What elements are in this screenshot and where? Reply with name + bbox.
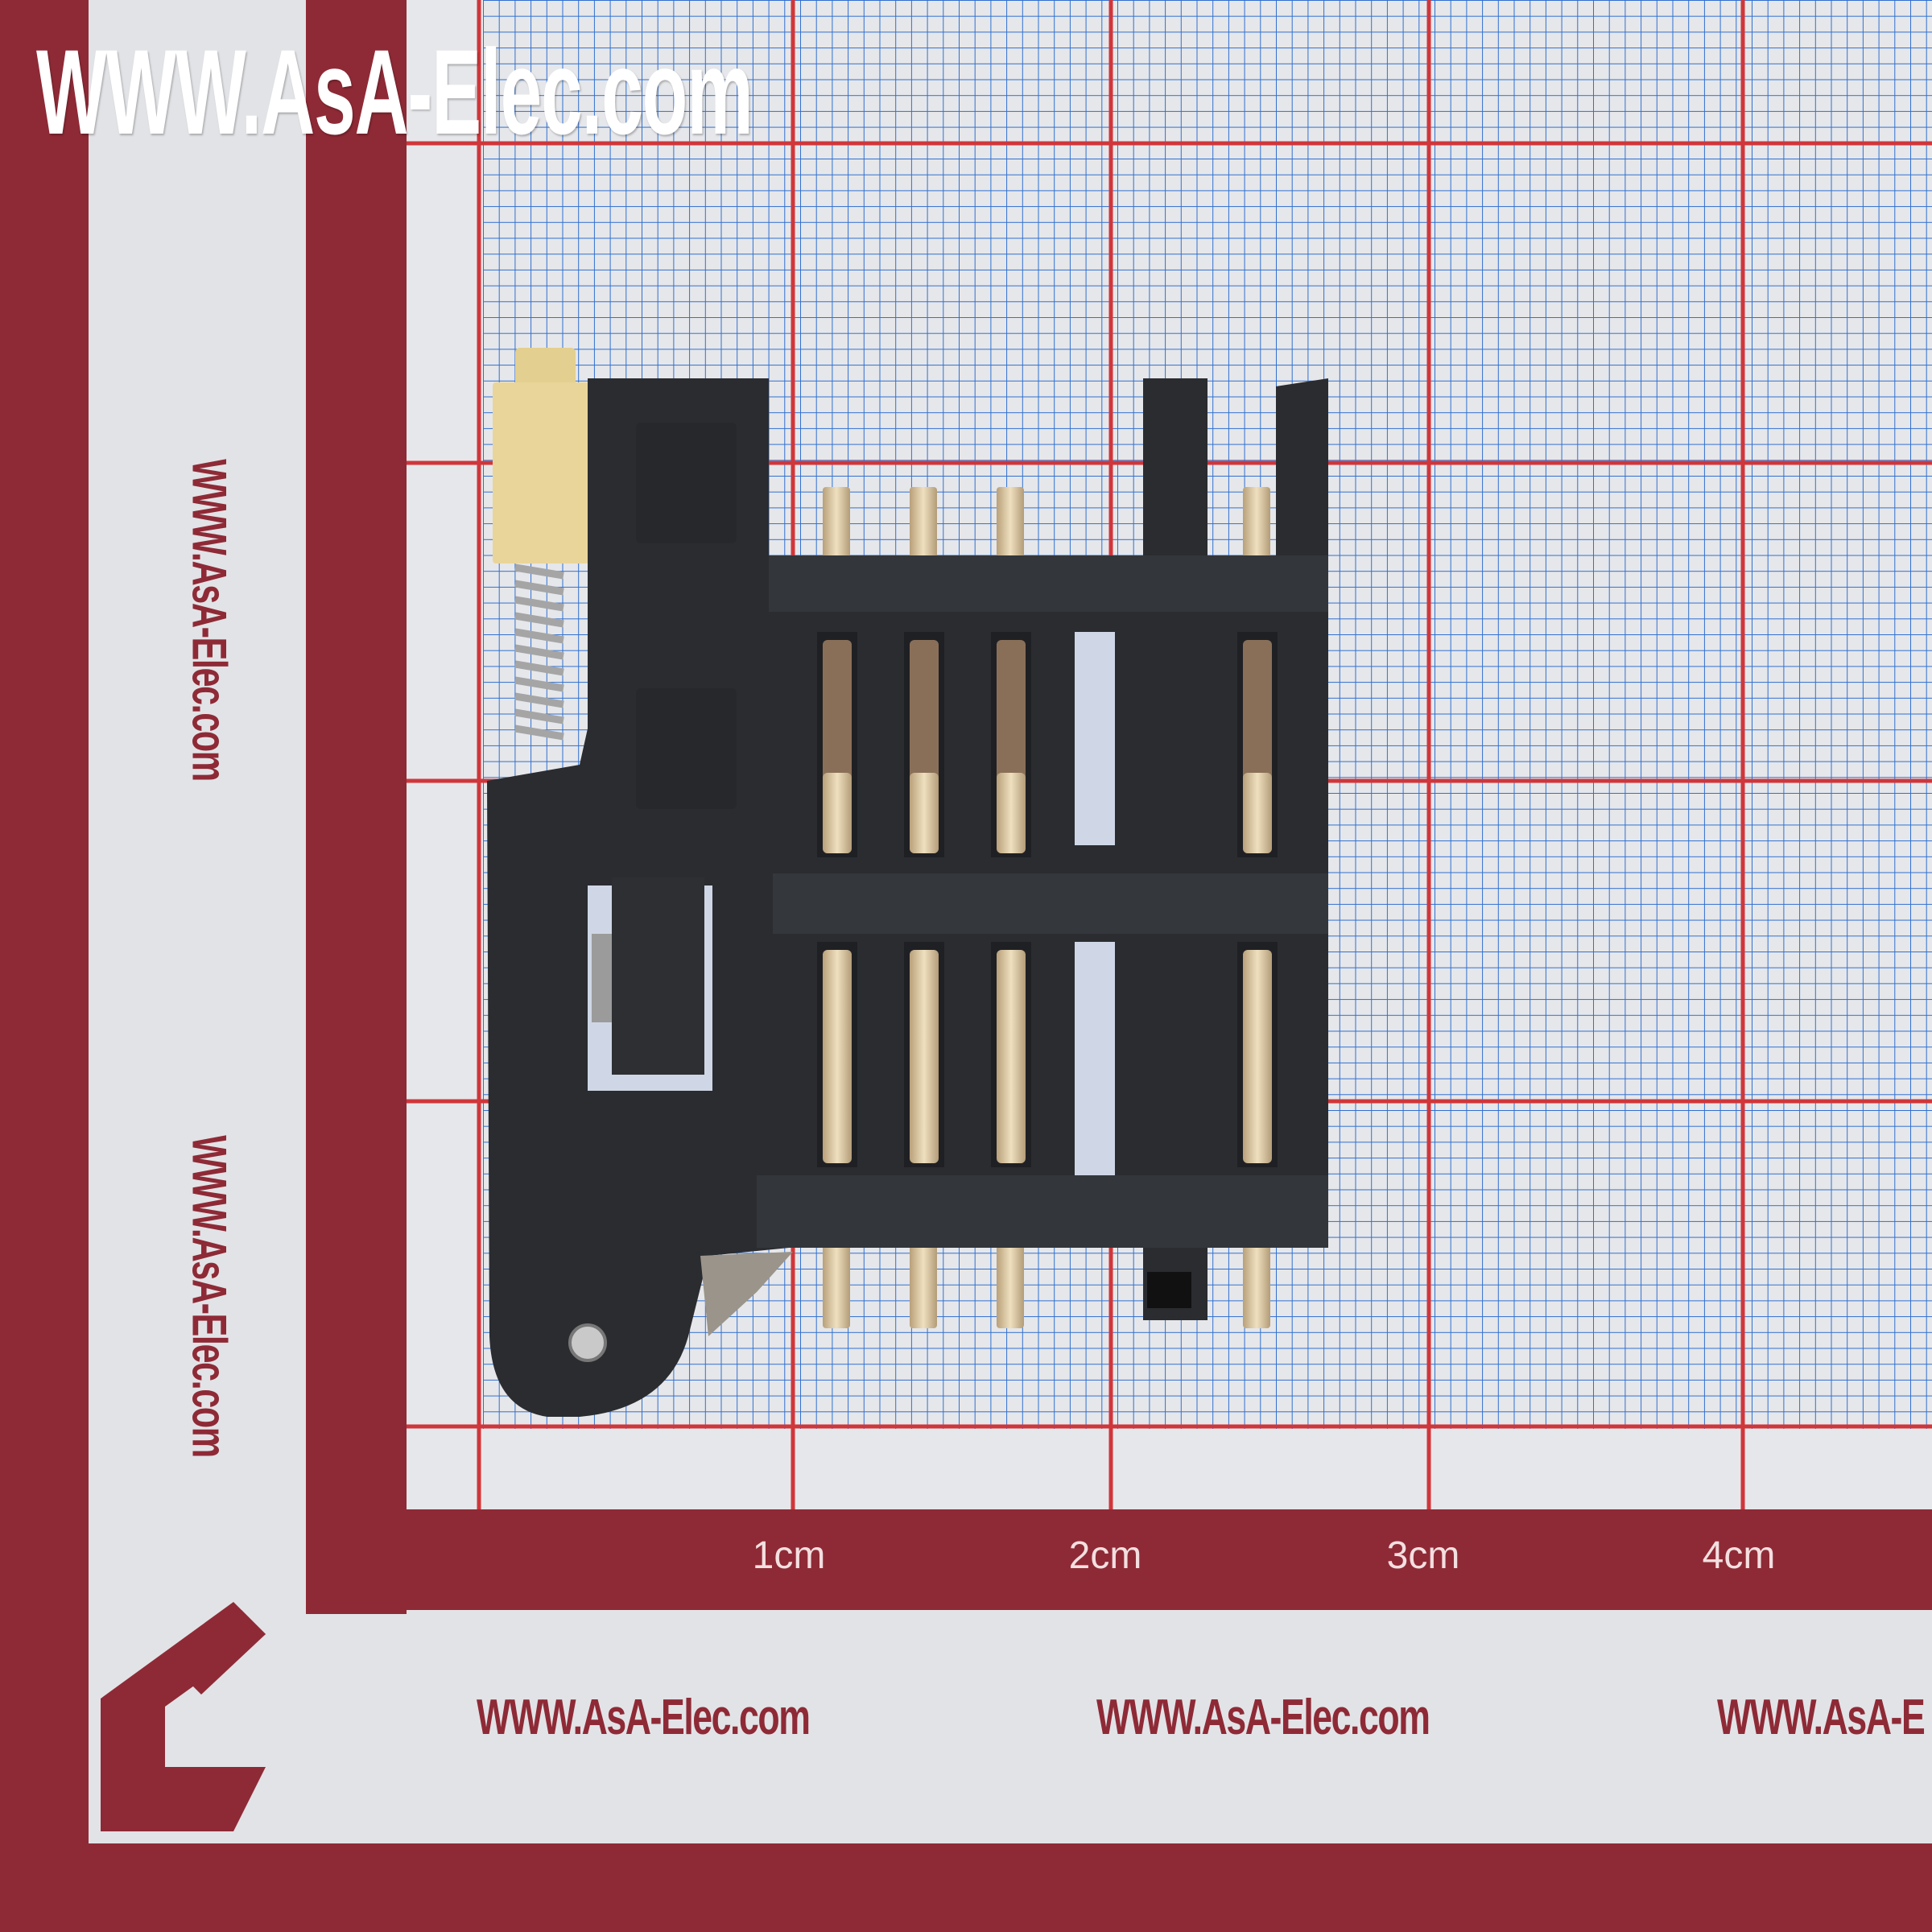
mat-light-band-left bbox=[89, 0, 306, 1843]
housing-bottom-bar bbox=[757, 1175, 1328, 1248]
x-scale-label-4: 4cm bbox=[1702, 1534, 1776, 1577]
y-scale-label-1: 1cm bbox=[335, 1064, 378, 1138]
brand-left-2: WWW.AsA-Elec.com bbox=[182, 1135, 237, 1457]
spring bbox=[514, 564, 564, 741]
housing-top-bar bbox=[769, 555, 1328, 612]
x-scale-label-3: 3cm bbox=[1386, 1534, 1460, 1577]
brand-bottom-2: WWW.AsA-Elec.com bbox=[1096, 1690, 1430, 1745]
housing-mid-bar bbox=[773, 873, 1328, 934]
y-scale-label-2: 2cm bbox=[335, 744, 378, 818]
mat-red-frame-left bbox=[306, 0, 407, 1614]
hinge-metal bbox=[700, 1252, 793, 1336]
watermark-text: WWW.AsA-Elec.com bbox=[36, 24, 753, 159]
top-pins bbox=[823, 487, 1270, 559]
brand-bottom-1: WWW.AsA-Elec.com bbox=[477, 1690, 811, 1745]
housing-square-1 bbox=[636, 423, 737, 543]
lower-contacts bbox=[823, 950, 1272, 1163]
pivot-rivet bbox=[568, 1323, 607, 1362]
housing-square-2 bbox=[636, 688, 737, 809]
slider-body bbox=[493, 382, 589, 564]
brand-bottom-3: WWW.AsA-E bbox=[1717, 1690, 1926, 1745]
upper-contacts bbox=[823, 640, 1272, 853]
mat-light-band-bottom bbox=[89, 1610, 1932, 1843]
y-scale-label-3: 3cm bbox=[335, 426, 378, 500]
mat-red-frame-bottom bbox=[306, 1509, 1932, 1610]
x-scale-label-2: 2cm bbox=[1068, 1534, 1142, 1577]
bottom-pins bbox=[823, 1240, 1270, 1328]
corner-arrows bbox=[101, 1602, 266, 1831]
brand-left-1: WWW.AsA-Elec.com bbox=[182, 459, 237, 781]
y-scale-label-4: 4c bbox=[335, 136, 378, 178]
mount-hole bbox=[1147, 1272, 1191, 1308]
x-scale-label-1: 1cm bbox=[752, 1534, 826, 1577]
latch-arm bbox=[612, 877, 704, 1075]
